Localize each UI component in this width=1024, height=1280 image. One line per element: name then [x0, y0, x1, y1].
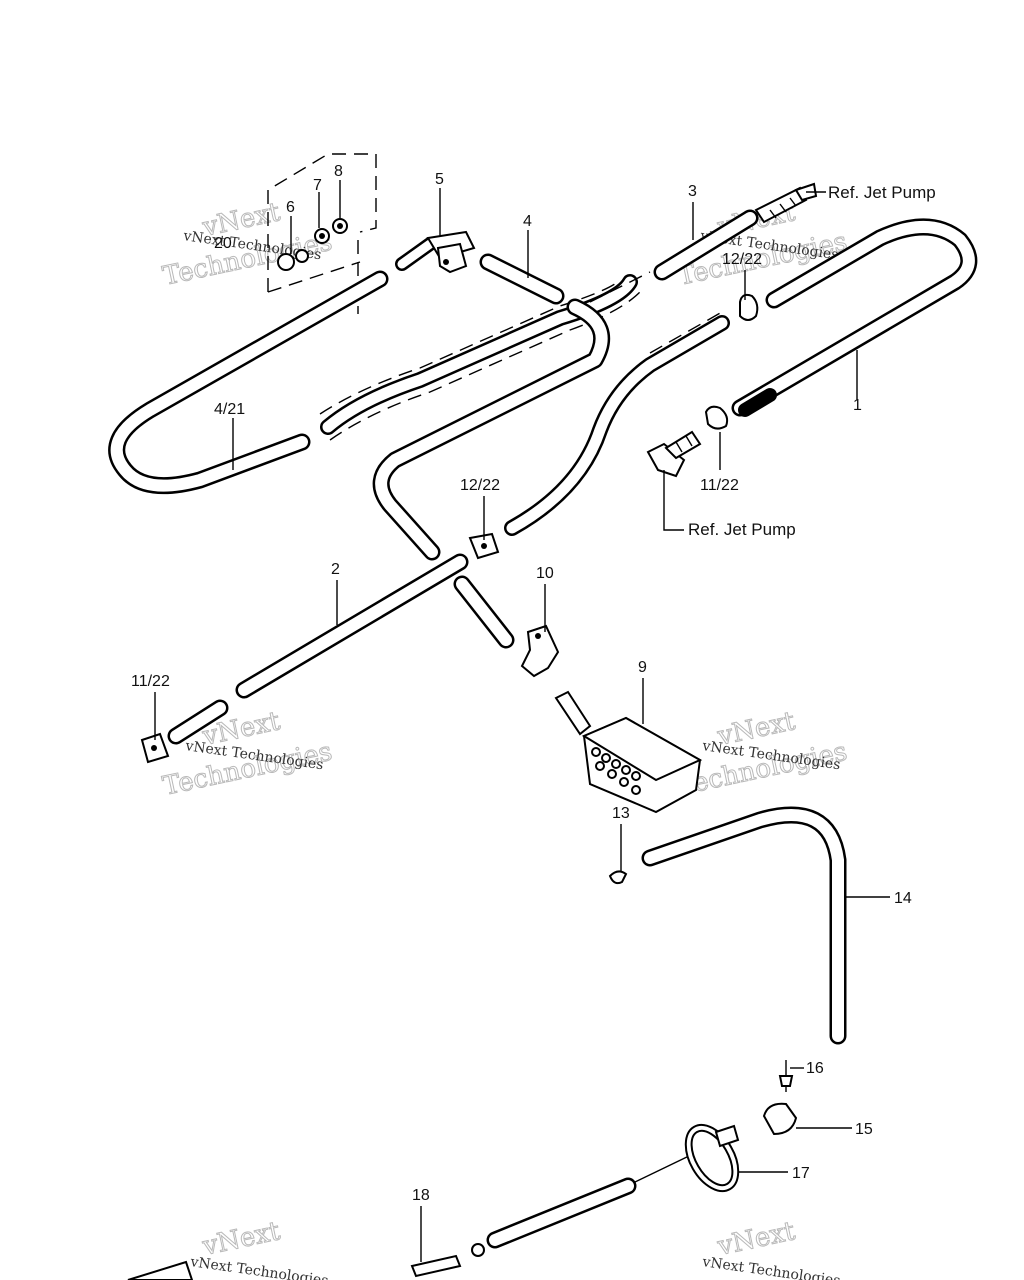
label-16: 16: [806, 1060, 824, 1077]
tube-4: [479, 253, 565, 305]
label-10: 10: [536, 565, 554, 582]
label-15: 15: [855, 1121, 873, 1138]
small-parts-6-7-8-20: [277, 218, 348, 271]
leader-lines: [154, 180, 890, 1262]
label-ref-jet-pump-top: Ref. Jet Pump: [828, 183, 936, 202]
bracket-10: [520, 624, 560, 678]
label-20: 20: [214, 235, 232, 252]
manifold-9: [554, 690, 703, 814]
watermark-brand: vNext: [714, 1216, 798, 1262]
watermark-small: vNext Technologies: [188, 1254, 329, 1280]
bottom-left-bracket: [127, 1260, 194, 1280]
label-2: 2: [331, 561, 340, 578]
fitting-elbow: [646, 430, 702, 478]
label-5: 5: [435, 171, 444, 188]
label-18: 18: [412, 1187, 430, 1204]
label-4: 4: [523, 213, 532, 230]
tube-bottom: [486, 1141, 719, 1249]
label-11-22-a: 11/22: [131, 673, 170, 690]
label-1: 1: [853, 397, 862, 414]
watermark-small: vNext Technologies: [700, 1254, 841, 1280]
tube-short-left: [167, 699, 229, 745]
label-17: 17: [792, 1165, 810, 1182]
fitting-5: [426, 230, 476, 274]
tube-14: [641, 806, 847, 1045]
parts-group-box: [267, 153, 377, 314]
tube-short-center: [453, 575, 515, 649]
clip-13: [608, 870, 628, 885]
watermark-group: vNext Technologies vNext Technologies vN…: [160, 197, 851, 1280]
label-14: 14: [894, 890, 912, 907]
tube-4-21: [108, 270, 389, 495]
clamps: [140, 293, 759, 764]
band-clamp-17: [684, 1123, 740, 1193]
tube-3: [589, 209, 759, 303]
label-ref-jet-pump-mid: Ref. Jet Pump: [688, 520, 796, 539]
label-7: 7: [313, 177, 322, 194]
tube-center: [319, 274, 641, 561]
label-12-22-b: 12/22: [460, 477, 500, 494]
label-12-22-a: 12/22: [722, 251, 762, 268]
label-4-21: 4/21: [214, 401, 245, 418]
manifold-ports: [591, 747, 641, 795]
watermark-brand: vNext: [199, 1216, 283, 1262]
label-3: 3: [688, 183, 697, 200]
label-11-22-b: 11/22: [700, 477, 739, 494]
label-9: 9: [638, 659, 647, 676]
screw-16: [778, 1060, 794, 1092]
tube-2: [235, 553, 469, 699]
clamp-15: [762, 1102, 798, 1136]
tube-right-s: [504, 311, 730, 536]
tube-stubs: [395, 237, 777, 417]
tube-1: [731, 218, 978, 417]
pin-18: [410, 1243, 485, 1278]
label-8: 8: [334, 163, 343, 180]
label-6: 6: [286, 199, 295, 216]
label-13: 13: [612, 805, 630, 822]
part-labels: 8 7 6 20 5 4 3 Ref. Jet Pump 12/22 1 4/2…: [131, 163, 936, 1204]
